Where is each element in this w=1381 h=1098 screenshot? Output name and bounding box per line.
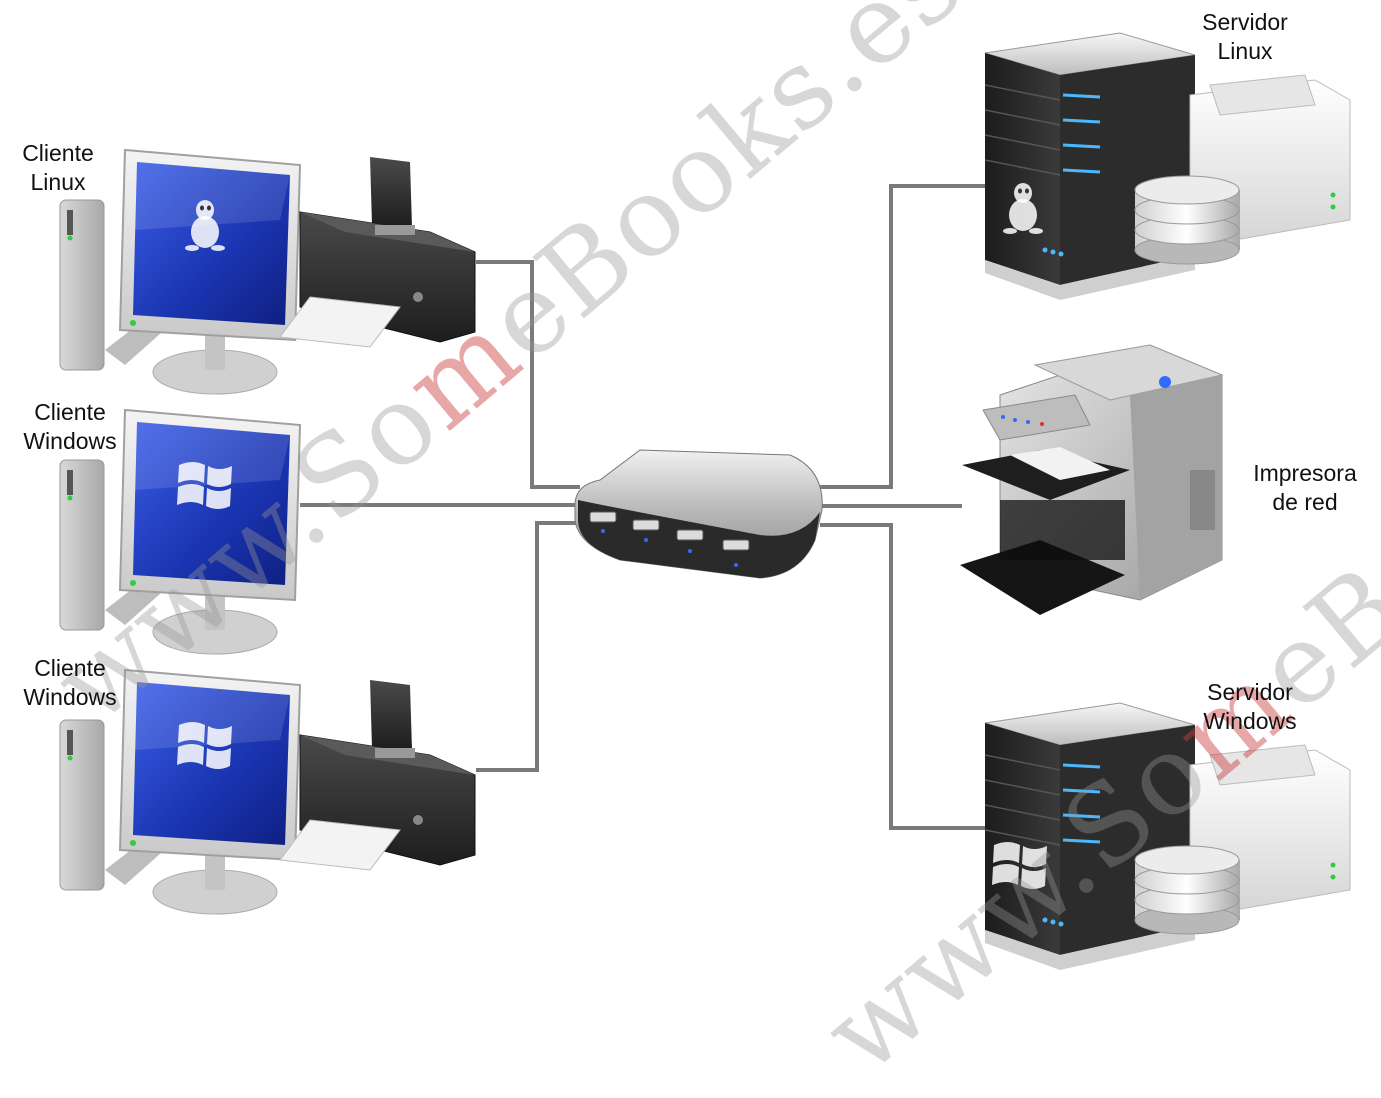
network-diagram bbox=[59, 31, 1352, 970]
cable-client-windows-2 bbox=[476, 521, 580, 772]
client-windows-printer bbox=[279, 679, 476, 871]
cable-server-windows bbox=[820, 523, 990, 830]
cable-client-linux bbox=[476, 260, 580, 489]
label-client-linux: Cliente Linux bbox=[22, 140, 94, 195]
label-client-windows-1: Cliente Windows bbox=[23, 399, 117, 454]
server-linux bbox=[983, 31, 1352, 302]
network-switch bbox=[574, 449, 823, 579]
cable-server-linux bbox=[820, 184, 990, 489]
label-client-windows-2: Cliente Windows bbox=[23, 655, 117, 710]
label-server-linux: Servidor Linux bbox=[1202, 9, 1288, 64]
network-printer bbox=[960, 344, 1224, 615]
label-server-windows: Servidor Windows bbox=[1203, 679, 1297, 734]
label-network-printer: Impresora de red bbox=[1253, 460, 1357, 515]
network-cables bbox=[300, 184, 990, 830]
